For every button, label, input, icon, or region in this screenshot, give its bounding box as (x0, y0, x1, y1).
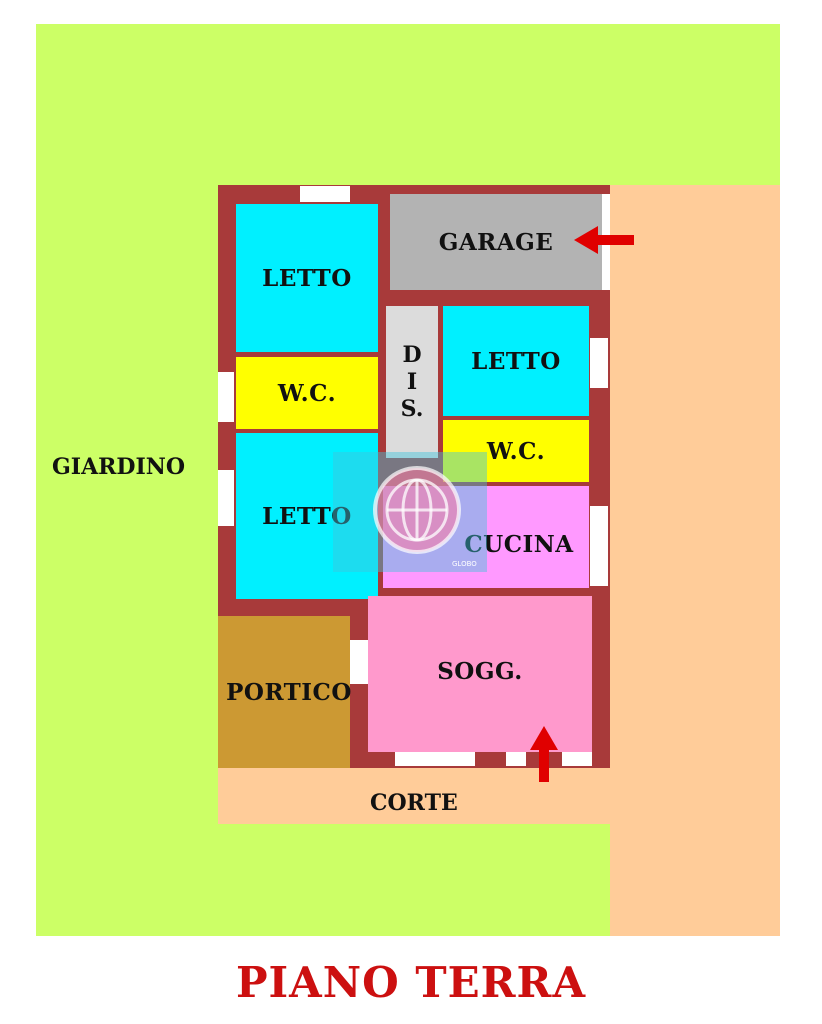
room-label: LETTO (471, 347, 561, 375)
room-hallway: D I S. (386, 306, 438, 458)
window-opening (506, 752, 526, 766)
watermark-text: GLOBO (452, 560, 477, 568)
window-opening (218, 470, 234, 526)
globe-watermark-icon (373, 466, 461, 554)
room-label: LETTO (262, 502, 352, 530)
room-label: W.C. (277, 379, 337, 407)
room-label: PORTICO (226, 678, 352, 706)
room-porch: PORTICO (218, 616, 352, 768)
window-opening (590, 506, 608, 586)
entrance-arrow-icon (530, 726, 558, 782)
room-bedroom-2: LETTO (236, 433, 378, 599)
window-opening (590, 338, 608, 388)
hallway-letter: I (406, 368, 418, 395)
label-court: CORTE (370, 790, 458, 816)
window-opening (300, 186, 350, 202)
window-opening (218, 372, 234, 422)
floor-title: PIANO TERRA (235, 958, 587, 1007)
room-wc-1: W.C. (236, 357, 378, 429)
label-garden: GIARDINO (52, 454, 186, 480)
room-label: LETTO (262, 264, 352, 292)
room-living: SOGG. (368, 596, 592, 752)
room-bedroom-1: LETTO (236, 204, 378, 352)
window-opening (562, 752, 592, 766)
room-label: GARAGE (438, 228, 554, 256)
window-opening (395, 752, 475, 766)
entrance-arrow-icon (574, 226, 634, 254)
room-label: SOGG. (437, 658, 523, 685)
room-label: CUCINA (464, 530, 574, 558)
room-bedroom-3: LETTO (443, 306, 589, 416)
hallway-letter: S. (400, 395, 424, 422)
window-opening (350, 640, 368, 684)
hallway-letter: D (402, 341, 422, 368)
room-wc-2: W.C. (443, 420, 589, 482)
court-area-right (610, 185, 780, 936)
room-label: W.C. (486, 437, 546, 465)
room-garage: GARAGE (390, 194, 602, 290)
